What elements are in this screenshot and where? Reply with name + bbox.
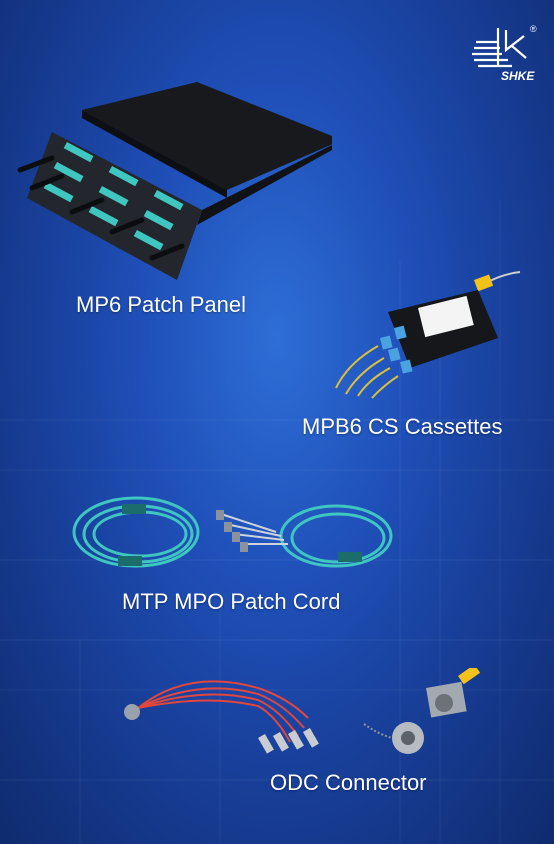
patch-cord-image [72,496,393,568]
brand-logo: ® SHKE [468,22,540,84]
product-label-patch-panel: MP6 Patch Panel [76,292,246,317]
cs-cassette-image [335,271,521,399]
product-label-cs-cassettes: MPB6 CS Cassettes [302,414,503,439]
odc-connector-image [124,668,481,754]
product-label-odc-connector: ODC Connector [270,770,427,795]
brand-name: SHKE [501,69,535,83]
product-label-patch-cord: MTP MPO Patch Cord [122,589,341,614]
registered-mark: ® [530,24,537,34]
patch-panel-image [17,82,332,280]
